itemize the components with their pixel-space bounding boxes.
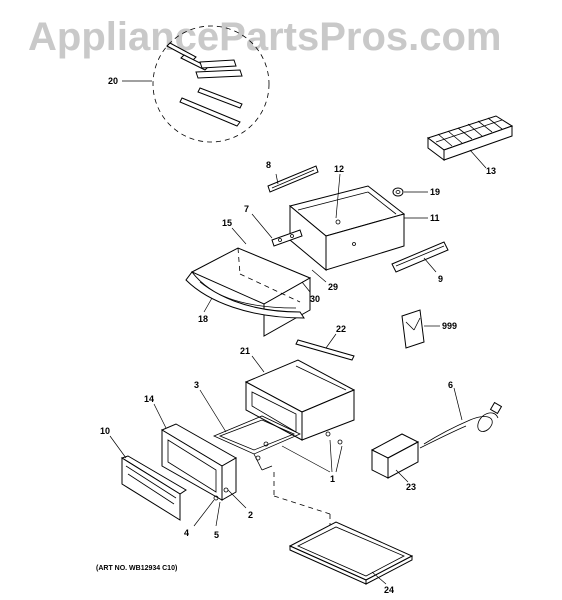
watermark-text: AppliancePartsPros.com bbox=[28, 15, 502, 59]
callout-999: 999 bbox=[442, 321, 457, 331]
part-7-bracket[interactable] bbox=[271, 229, 303, 247]
callout-20: 20 bbox=[108, 76, 118, 86]
part-14-front-frame[interactable] bbox=[160, 423, 238, 501]
callout-1: 1 bbox=[330, 474, 335, 484]
callout-13: 13 bbox=[486, 166, 496, 176]
art-number: (ART NO. WB12934 C10) bbox=[96, 565, 177, 572]
callout-3: 3 bbox=[194, 380, 199, 390]
part-1-screws[interactable] bbox=[255, 431, 343, 461]
part-23-control-bracket[interactable] bbox=[370, 433, 420, 479]
part-10-kick-panel[interactable] bbox=[120, 455, 187, 521]
part-20-slide-kit[interactable] bbox=[152, 25, 270, 143]
callout-14: 14 bbox=[144, 394, 154, 404]
part-18-handle[interactable] bbox=[185, 271, 305, 319]
callout-5: 5 bbox=[214, 530, 219, 540]
callout-2: 2 bbox=[248, 510, 253, 520]
part-22-top-rail[interactable] bbox=[295, 339, 355, 361]
part-24-pan[interactable] bbox=[288, 521, 414, 585]
part-8-rail[interactable] bbox=[267, 165, 319, 193]
part-6-power-cord[interactable] bbox=[419, 401, 503, 449]
part-21-outer-case[interactable] bbox=[244, 359, 356, 441]
callout-24: 24 bbox=[384, 585, 394, 595]
callout-23: 23 bbox=[406, 482, 416, 492]
part-11-drawer-box[interactable] bbox=[288, 185, 406, 272]
callout-15: 15 bbox=[222, 218, 232, 228]
callout-4: 4 bbox=[184, 528, 189, 538]
callout-6: 6 bbox=[448, 380, 453, 390]
callout-7: 7 bbox=[244, 204, 249, 214]
part-3-heating-element[interactable] bbox=[212, 415, 301, 471]
part-15-drawer-front[interactable] bbox=[190, 247, 312, 337]
callout-29: 29 bbox=[328, 282, 338, 292]
part-19-bumper[interactable] bbox=[392, 187, 404, 197]
part-13-rack[interactable] bbox=[426, 115, 514, 161]
callout-8: 8 bbox=[266, 160, 271, 170]
callout-21: 21 bbox=[240, 346, 250, 356]
callout-10: 10 bbox=[100, 426, 110, 436]
callout-11: 11 bbox=[430, 213, 440, 223]
callout-9: 9 bbox=[438, 274, 443, 284]
callout-19: 19 bbox=[430, 187, 440, 197]
part-9-side-rail[interactable] bbox=[391, 241, 449, 273]
callout-12: 12 bbox=[334, 164, 344, 174]
part-999-literature[interactable] bbox=[401, 309, 425, 349]
part-4-clip[interactable] bbox=[213, 495, 219, 501]
callout-22: 22 bbox=[336, 324, 346, 334]
callout-30: 30 bbox=[310, 294, 320, 304]
callout-18: 18 bbox=[198, 314, 208, 324]
